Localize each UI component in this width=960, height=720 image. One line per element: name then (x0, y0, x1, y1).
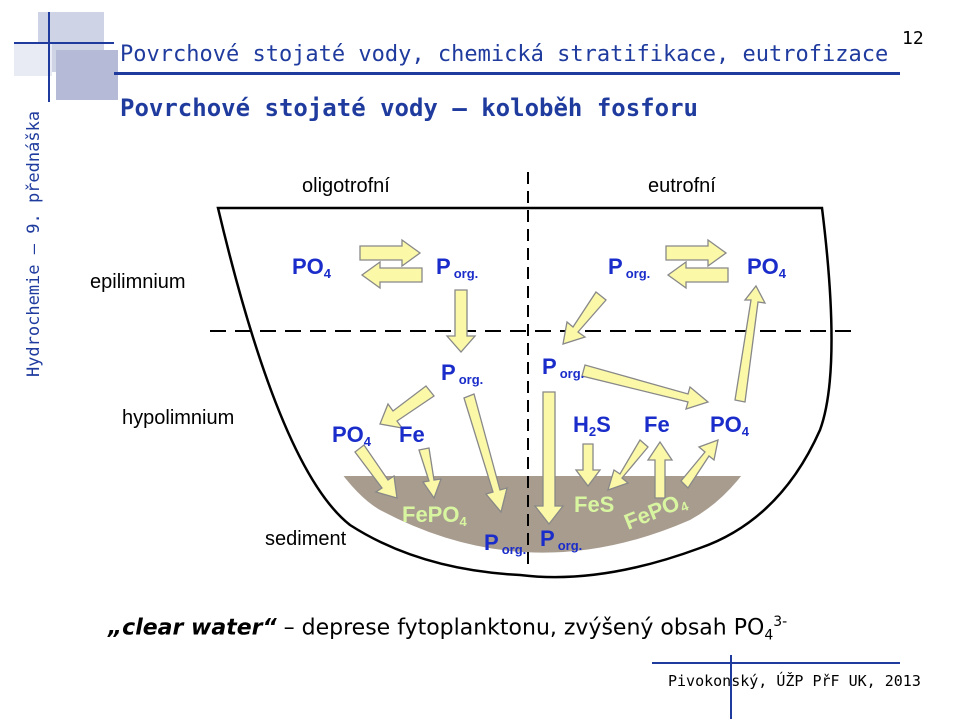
arrow-porg-to-po4 (360, 260, 423, 290)
arrow-porg-sinking-eutrophic (562, 291, 607, 345)
lake-basin-outline (216, 206, 833, 579)
label-sediment: sediment (265, 528, 347, 550)
deco-line (14, 42, 114, 44)
title-rule (114, 72, 900, 75)
caption-subscript: 4 (764, 627, 774, 644)
caption-emphasis: clear water (122, 615, 263, 641)
page-number: 12 (902, 28, 924, 49)
species-po4-hypo-oligo: PO4 (332, 422, 372, 449)
caption-superscript: 3- (773, 614, 788, 630)
corner-decoration (14, 12, 118, 102)
arrow-po4-to-porg (359, 238, 422, 268)
arrow-porg-to-po4-eutrophic (665, 238, 728, 268)
species-fes-sediment: FeS (574, 492, 614, 517)
arrow-fepo4-to-po4 (680, 438, 719, 490)
label-eutrophic: eutrofní (648, 175, 716, 197)
species-fe-hypo-eu: Fe (644, 412, 670, 437)
footer-divider (730, 655, 732, 719)
label-hypolimnium: hypolimnium (122, 407, 234, 429)
arrow-porg-to-po4-hypolimnion (379, 385, 435, 429)
label-oligotrophic: oligotrofní (302, 175, 390, 197)
arrow-po4-to-porg-eutrophic (666, 260, 729, 290)
arrow-fepo4-to-fe (646, 440, 674, 499)
species-fe-hypo-oligo: Fe (399, 422, 425, 447)
arrow-h2s-to-fes (574, 443, 602, 488)
footer-credit: Pivokonský, ÚŽP PřF UK, 2013 (668, 672, 921, 690)
caption-close-quote: “ (262, 615, 277, 641)
arrow-porg-to-po4-eutrophic-hypo (581, 364, 710, 410)
species-fepo4-sediment: FePO4 (402, 502, 467, 529)
bottom-caption: „clear water“ – deprese fytoplanktonu, z… (108, 614, 787, 644)
arrow-fe-to-fepo4 (418, 447, 442, 500)
deco-line (48, 12, 50, 102)
arrow-porg-sinking (445, 289, 477, 353)
arrow-fe-to-fes (607, 438, 649, 492)
slide-subtitle: Povrchové stojaté vody – koloběh fosforu (120, 94, 698, 122)
deco-square (56, 50, 118, 100)
slide-title: Povrchové stojaté vody, chemická stratif… (120, 42, 889, 67)
arrow-porg-to-sediment (463, 393, 508, 514)
species-po4-epi-oligo: PO4 (292, 254, 332, 281)
species-po4-epi-eu: PO4 (747, 254, 787, 281)
arrow-po4-to-fepo4 (354, 444, 398, 499)
species-h2s: H2S (573, 412, 611, 439)
caption-open-quote: „ (108, 615, 123, 641)
arrow-po4-upwelling (734, 284, 767, 403)
arrow-porg-to-sediment-eutrophic (533, 391, 565, 526)
species-po4-hypo-eu: PO4 (710, 412, 750, 439)
deco-square (14, 42, 52, 76)
label-epilimnium: epilimnium (90, 271, 186, 293)
caption-text: – deprese fytoplanktonu, zvýšený obsah P… (276, 615, 765, 641)
footer-rule (652, 662, 900, 664)
